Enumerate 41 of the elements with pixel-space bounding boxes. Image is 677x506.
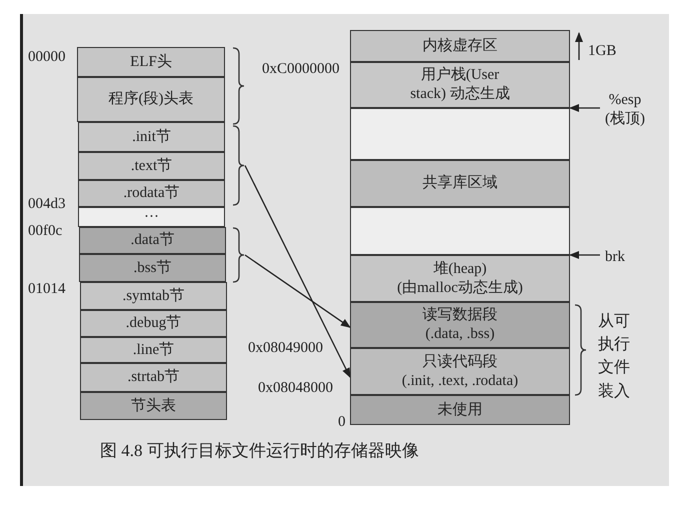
memory-region: 用户栈(User stack) 动态生成 [350, 62, 570, 108]
memory-region: 只读代码段 (.init, .text, .rodata) [350, 348, 570, 395]
pointer-label: brk [600, 247, 630, 267]
section-row: .rodata节 [78, 180, 225, 207]
address-label: 0 [338, 413, 346, 432]
brace [232, 125, 245, 206]
address-label: 0xC0000000 [262, 60, 340, 79]
address-label: 0x08048000 [258, 379, 333, 398]
section-row: ELF头 [77, 47, 225, 77]
memory-region: 内核虚存区 [350, 30, 570, 62]
section-row: ··· [78, 207, 225, 227]
section-row: .strtab节 [80, 363, 227, 392]
memory-region: 读写数据段 (.data, .bss) [350, 302, 570, 348]
pointer-arrow [569, 251, 600, 259]
section-row: 节头表 [80, 392, 227, 420]
section-row: .debug节 [80, 310, 227, 337]
size-label: 1GB [588, 42, 616, 61]
address-label: 00f0c [28, 222, 62, 241]
pointer-arrow [569, 104, 600, 112]
section-row: .symtab节 [80, 282, 227, 310]
brace [232, 227, 245, 283]
memory-region: 共享库区域 [350, 160, 570, 207]
figure-caption: 图 4.8 可执行目标文件运行时的存储器映像 [100, 440, 419, 462]
section-row: .line节 [80, 337, 227, 363]
address-label: 00000 [28, 48, 66, 67]
section-row: .bss节 [79, 254, 226, 282]
pointer-label: %esp (栈顶) [600, 90, 650, 130]
address-label: 004d3 [28, 195, 66, 214]
section-row: .data节 [79, 227, 226, 254]
memory-region [350, 207, 570, 255]
memory-region: 堆(heap) (由malloc动态生成) [350, 255, 570, 302]
address-label: 01014 [28, 280, 66, 299]
address-label: 0x08049000 [248, 339, 323, 358]
section-row: .text节 [78, 152, 225, 180]
section-row: .init节 [78, 122, 225, 152]
section-row: 程序(段)头表 [77, 77, 225, 122]
arrow [244, 165, 351, 378]
arrow [244, 254, 351, 328]
note-text: 从可执行文件装入 [598, 312, 630, 402]
memory-region: 未使用 [350, 395, 570, 425]
memory-region [350, 108, 570, 160]
